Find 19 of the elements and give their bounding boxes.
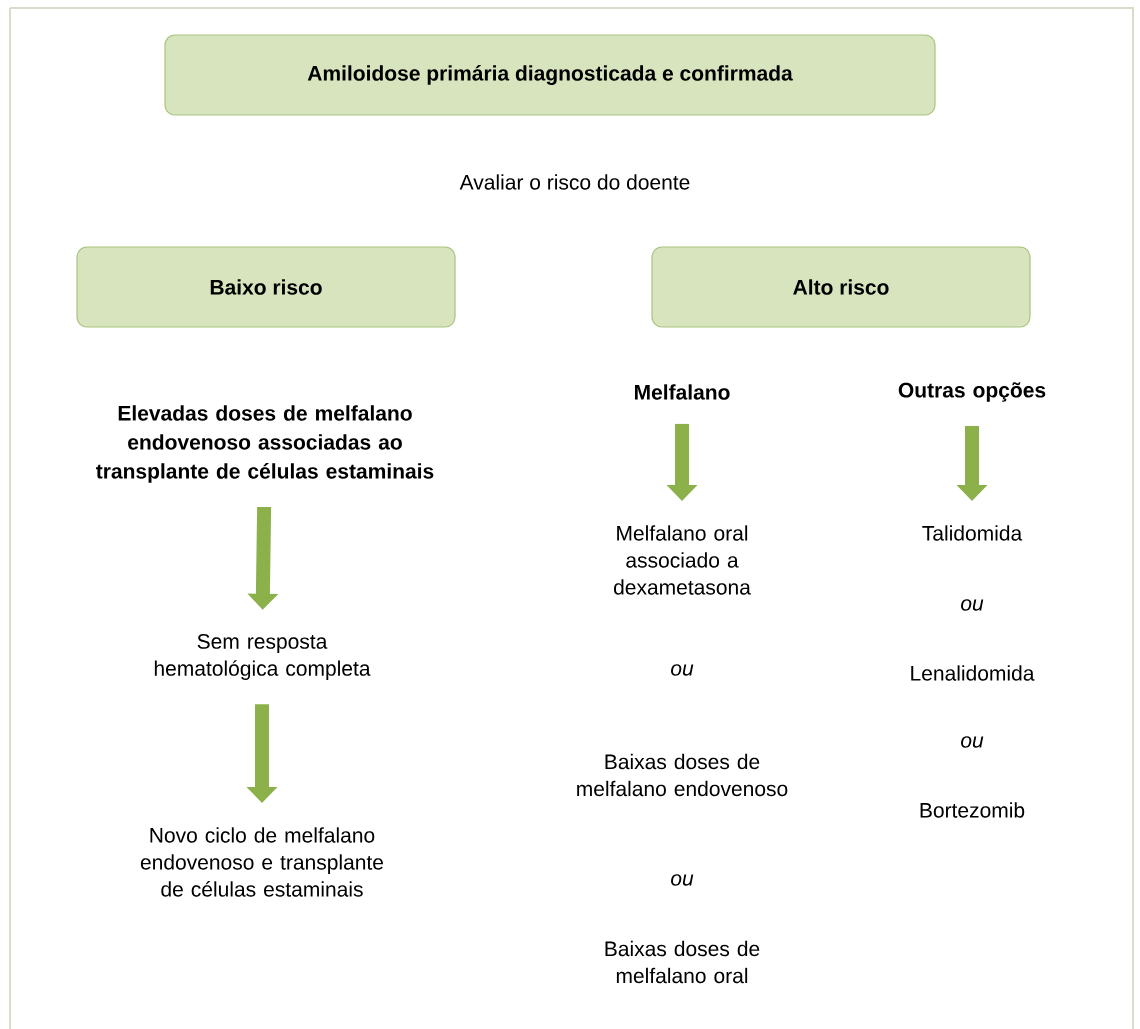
step-text: Talidomida [922,525,1023,541]
step-text: Bortezomib [920,802,1025,818]
heading-text: Elevadas doses de melfalano endovenoso associadas ao transplante de células estaminais [96,405,434,483]
step-text: Novo ciclo de melfalano endovenoso e transplante de células estaminais [140,827,383,897]
step-text: Lenalidomida [911,665,1035,681]
connector-word: ou [671,874,694,886]
process-box: Baixo risco [76,246,456,328]
process-box: Amiloidose primária diagnosticada e confirmada [164,34,936,116]
process-box: Alto risco [651,246,1031,328]
step-text: Baixas doses de melfalano oral [605,940,760,984]
step-text: Melfalano oral associado a dexametasona [614,525,751,595]
step-text: Baixas doses de melfalano endovenoso [577,753,788,797]
instruction-text: Avaliar o risco do doente [459,174,690,190]
heading-text: Melfalano [635,384,730,400]
connector-word: ou [671,664,694,676]
connector-word: ou [961,599,984,611]
connector-word: ou [961,736,984,748]
heading-text: Outras opções [898,382,1046,402]
step-text: Sem resposta hematológica completa [154,634,371,680]
